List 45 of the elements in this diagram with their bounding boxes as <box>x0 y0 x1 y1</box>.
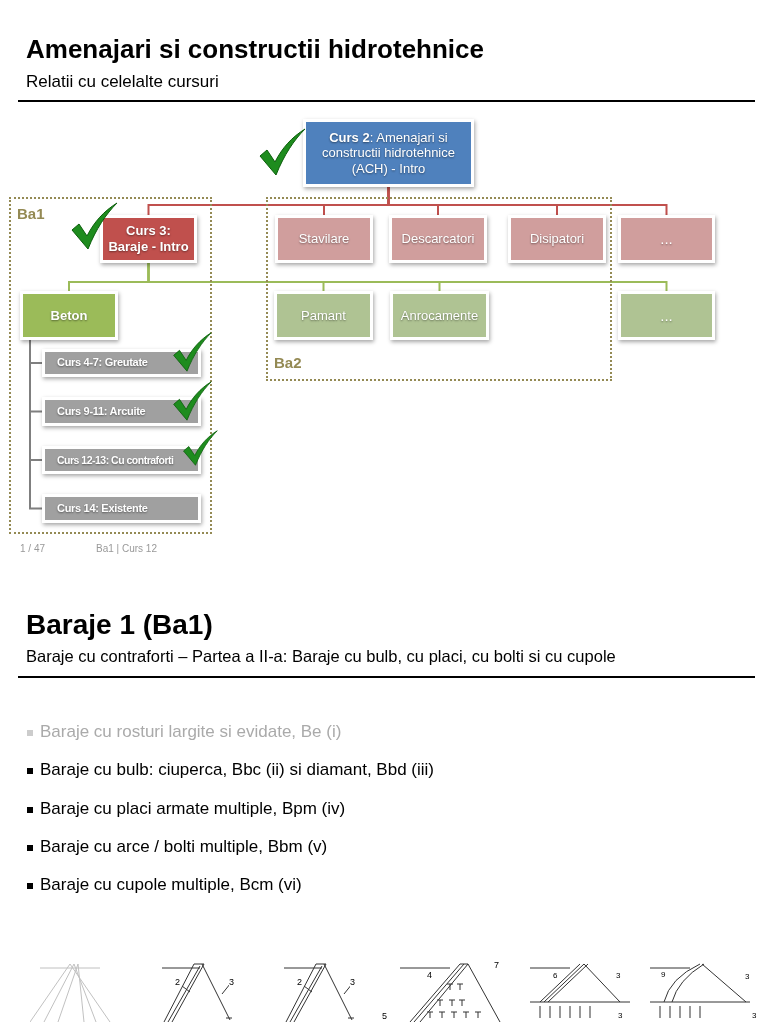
course-box: ... <box>618 215 715 263</box>
connector-line <box>29 339 43 510</box>
callout-number: 6 <box>553 971 558 980</box>
connector-line <box>147 262 668 292</box>
slide-title: Amenajari si constructii hidrotehnice <box>26 34 484 65</box>
group-frame <box>266 197 612 381</box>
slide-title: Baraje 1 (Ba1) <box>26 609 213 641</box>
callout-number: 9 <box>661 970 666 979</box>
bullet-text: Baraje cu rosturi largite si evidate, Be (i) <box>40 722 342 742</box>
callout-number: 7 <box>494 960 499 970</box>
course-box: Curs 3: Baraje - Intro <box>100 215 197 263</box>
connector-line <box>387 186 668 216</box>
bullet-text: Baraje cu cupole multiple, Bcm (vi) <box>40 875 302 895</box>
course-box: Beton <box>20 291 118 340</box>
bullet-text: Baraje cu placi armate multiple, Bpm (iv) <box>40 799 346 819</box>
footer-text: Ba1 | Curs 12 <box>96 543 157 554</box>
course-box: Stavilare <box>275 215 373 263</box>
subtitle: Baraje cu contraforti – Partea a II-a: Baraje cu bulb, cu placi, cu bolti si cu cupole <box>26 647 616 666</box>
group-label: Ba1 <box>17 205 45 223</box>
course-box: Descarcatori <box>389 215 487 263</box>
callout-number: 3 <box>350 977 355 987</box>
callout-number: 3 <box>229 977 234 987</box>
callout-number: 3 <box>616 971 621 980</box>
course-box: Curs 2: Amenajari si constructii hidrotehnice (ACH) - Intro <box>303 119 474 187</box>
callout-number: 2 <box>175 977 180 987</box>
bullet-text: Baraje cu arce / bolti multiple, Bbm (v) <box>40 837 328 857</box>
course-box: ... <box>618 291 715 340</box>
callout-number: 3 <box>752 1011 757 1020</box>
bullet-text: Baraje cu bulb: ciuperca, Bbc (ii) si diamant, Bbd (iii) <box>40 760 434 780</box>
callout-number: 2 <box>297 977 302 987</box>
group-label: Ba2 <box>274 354 302 372</box>
course-box: Curs 9-11: Arcuite <box>42 397 201 426</box>
callout-number: 3 <box>745 972 750 981</box>
callout-number: 3 <box>618 1011 623 1020</box>
footer-text: 1 / 47 <box>20 543 46 554</box>
group-frame <box>9 197 212 534</box>
course-box: Pamant <box>274 291 373 340</box>
course-box: Disipatori <box>508 215 606 263</box>
course-box: Anrocamente <box>390 291 489 340</box>
course-box: Curs 12-13: Cu contraforti <box>42 446 201 474</box>
callout-number: 4 <box>427 970 432 980</box>
course-box: Curs 14: Existente <box>42 494 201 523</box>
callout-number: 5 <box>382 1011 387 1021</box>
subtitle: Relatii cu celelalte cursuri <box>26 72 219 92</box>
course-box: Curs 4-7: Greutate <box>42 349 201 377</box>
